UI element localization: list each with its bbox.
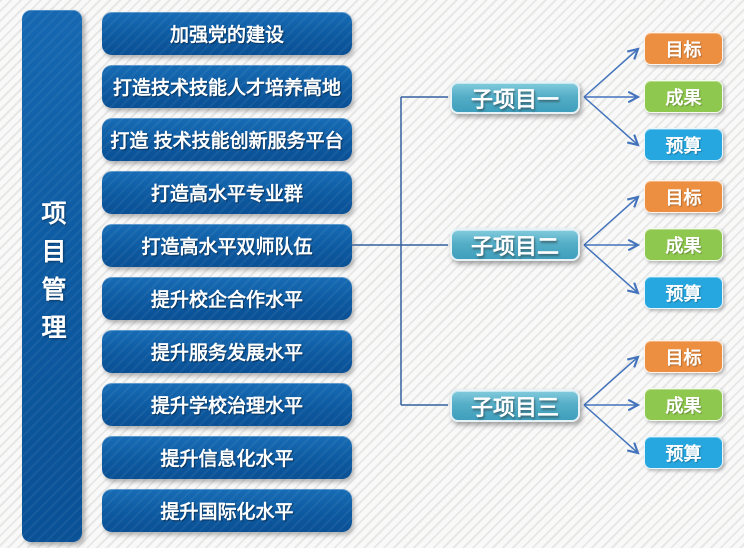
task-box-6: 提升校企合作水平 [102, 277, 352, 320]
sp2-budget-node: 预算 [644, 276, 723, 309]
task-box-5: 打造高水平双师队伍 [102, 224, 352, 267]
sp3-goal-node: 目标 [644, 340, 723, 373]
sp3-result-node: 成果 [644, 388, 723, 421]
sp2-goal-node: 目标 [644, 180, 723, 213]
arrow-sp2-budget [583, 244, 640, 295]
arrow-sp1-budget [583, 96, 640, 147]
root-node: 项目管理 [22, 10, 82, 542]
subproject-box-2: 子项目二 [450, 228, 580, 261]
sp1-budget-node: 预算 [644, 128, 723, 161]
sp1-result-node: 成果 [644, 80, 723, 113]
arrow-sp2-goal [583, 195, 640, 246]
arrow-sp3-budget [583, 404, 640, 455]
arrow-sp1-goal [583, 47, 640, 98]
task-box-3: 打造 技术技能创新服务平台 [102, 118, 352, 161]
task-box-8: 提升学校治理水平 [102, 383, 352, 426]
task-box-10: 提升国际化水平 [102, 489, 352, 532]
task-box-9: 提升信息化水平 [102, 436, 352, 479]
arrow-sp3-goal [583, 355, 640, 406]
subproject-box-3: 子项目三 [450, 389, 580, 422]
sp1-goal-node: 目标 [644, 32, 723, 65]
subproject-box-1: 子项目一 [450, 81, 580, 114]
tree-lines [352, 96, 448, 406]
task-box-2: 打造技术技能人才培养高地 [102, 65, 352, 108]
leaf-arrows [583, 47, 641, 455]
sp3-budget-node: 预算 [644, 436, 723, 469]
task-box-7: 提升服务发展水平 [102, 330, 352, 373]
task-box-4: 打造高水平专业群 [102, 171, 352, 214]
root-label: 项目管理 [38, 200, 66, 352]
task-box-1: 加强党的建设 [102, 12, 352, 55]
sp2-result-node: 成果 [644, 228, 723, 261]
